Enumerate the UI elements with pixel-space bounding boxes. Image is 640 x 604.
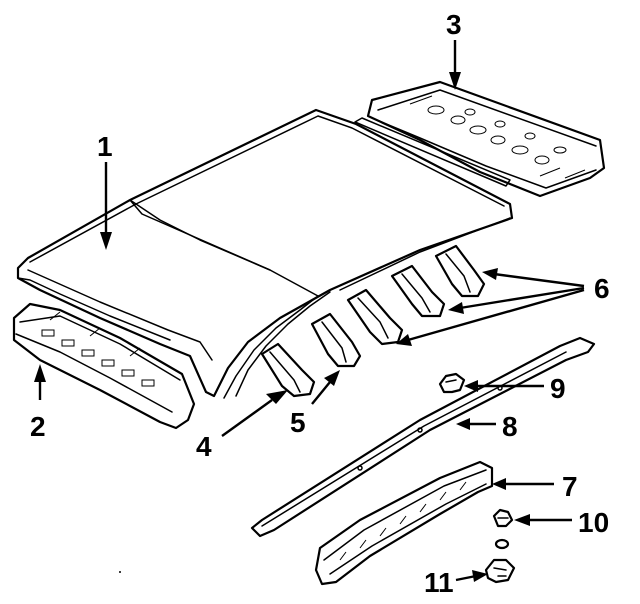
roof-bow-3: [346, 288, 404, 346]
front-roof-header: [12, 302, 196, 430]
callout-11: 11: [424, 567, 454, 598]
clip: [438, 372, 466, 394]
callout-8: 8: [502, 411, 518, 442]
callout-7: 7: [562, 471, 578, 502]
callout-4: 4: [196, 431, 212, 462]
callout-5: 5: [290, 407, 306, 438]
callout-1: 1: [97, 131, 113, 162]
retainer-nut: [492, 508, 514, 550]
roof-side-strip: [250, 336, 596, 538]
speck: [119, 571, 121, 573]
callout-3: 3: [446, 9, 462, 40]
roof-bow-5: [434, 244, 486, 298]
callout-10: 10: [578, 507, 609, 538]
roof-bow-4: [390, 264, 446, 318]
leader-lines: [34, 40, 585, 582]
roof-panel: [16, 108, 514, 399]
roof-bow-2: [310, 312, 362, 368]
roof-rail: [314, 460, 494, 586]
rear-roof-header: [354, 80, 606, 198]
callout-9: 9: [550, 373, 566, 404]
roof-bows: [260, 244, 486, 398]
callout-6: 6: [594, 273, 610, 304]
callout-2: 2: [30, 411, 46, 442]
roof-bow-1: [260, 342, 316, 398]
fastener: [484, 558, 516, 584]
